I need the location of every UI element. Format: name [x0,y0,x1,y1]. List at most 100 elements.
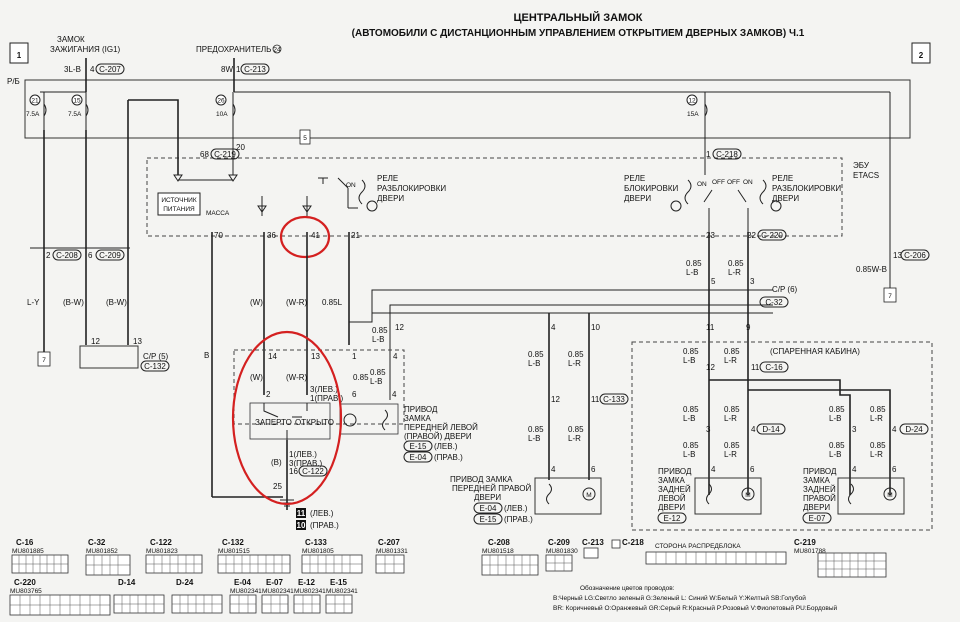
relay-unlock2-l1: РЕЛЕ [772,174,793,183]
c133-label: C-133 [603,395,625,404]
etacs-pin70: 70 [214,231,223,240]
unlock-relay-coil [358,179,366,205]
page-marker-left: 1 [17,51,22,60]
cp6-label: C/P (6) [772,285,798,294]
cp6-lb1: L-B [686,268,698,277]
fl-actuator-l1: ПРИВОД [404,405,438,414]
dc-pin3: 3 [706,425,711,434]
ignition-wire: 3L-B [64,65,81,74]
cw-lb-2: L-B [370,377,382,386]
fuse-26: 26 10A [215,92,236,130]
connector-c133: C-133 MU801805 [301,538,363,574]
highlight-switch-circle [231,330,343,506]
cp6-w2: 0.85 [728,259,744,268]
cp6-pin10: 10 [591,323,600,332]
etacs-pin23: 23 [706,231,715,240]
svg-text:E-04: E-04 [234,578,251,587]
c218-label: C-218 [716,150,738,159]
svg-text:26: 26 [217,98,225,105]
c206-label: C-206 [904,251,926,260]
power-source-l1: ИСТОЧНИК [161,197,196,204]
fr-w2: 0.85 [568,350,584,359]
sw-pin16: 16 [289,467,298,476]
connector-c122: C-122 MU801823 [145,538,203,574]
wire-b-mass: B [204,351,209,360]
cw-085-3: 0.85 [370,368,386,377]
mass-label: МАССА [206,210,230,217]
e04-label-a: E-04 [410,453,427,462]
svg-text:MU802341: MU802341 [326,588,358,595]
svg-text:21: 21 [31,98,39,105]
svg-text:MU801518: MU801518 [482,548,514,555]
cp5-label: C/P (5) [143,352,169,361]
dc-pin4: 4 [751,425,756,434]
dc-pin6c: 6 [750,465,755,474]
dc-w4: 0.85 [724,405,740,414]
fr-actuator-l1: ПРИВОД ЗАМКА [450,475,513,484]
svg-text:M: M [745,492,750,499]
dc-w3: 0.85 [683,405,699,414]
cp5-pin13: 13 [133,337,142,346]
dc-w1: 0.85 [683,347,699,356]
dc-lr5: L-R [870,450,883,459]
rl-l5: ДВЕРИ [658,503,685,512]
legend-10-text: (ПРАВ.) [310,521,339,530]
svg-text:MU801331: MU801331 [376,548,408,555]
dc-pin3b: 3 [852,425,857,434]
sw-pin25: 25 [273,482,282,491]
cw-pin13: 13 [311,352,320,361]
fr-pin6: 6 [591,465,596,474]
connector-e12: E-12 MU802341 [293,578,326,614]
ignition-pin: 4 [90,65,95,74]
fr-pin4: 4 [551,465,556,474]
dc-w6: 0.85 [870,405,886,414]
rr-spring [848,483,854,505]
svg-text:M: M [586,492,591,499]
e15-label-a: E-15 [410,442,427,451]
c132-label: C-132 [144,362,166,371]
double-cab-region [631,341,933,531]
svg-text:C-218: C-218 [622,538,644,547]
fr-actuator-box [534,477,602,515]
cp6-lr1: L-R [728,268,741,277]
etacs-pin22: 22 [747,231,756,240]
fr-pin11: 11 [591,395,600,404]
wire-bw-2: (B-W) [106,298,127,307]
page-marker-right: 2 [919,51,924,60]
off-label-1: OFF [712,179,725,186]
cw-pin4: 4 [393,352,398,361]
e04-side-a: (ПРАВ.) [434,453,463,462]
svg-text:7.5A: 7.5A [68,111,82,118]
svg-text:5: 5 [303,135,307,142]
fr-actuator-l2: ПЕРЕДНЕЙ ПРАВОЙ [452,484,531,493]
svg-text:E-12: E-12 [298,578,315,587]
unlock-relay2-coil [759,179,767,205]
cp5-box [79,345,139,369]
dc-w7: 0.85 [683,441,699,450]
unlock-relay2-transistor [770,200,782,212]
sw-pin1lev: 1(ЛЕВ.) [289,450,317,459]
legend-10-num: 10 [297,521,306,530]
c209-label: C-209 [99,251,121,260]
legend-11-text: (ЛЕВ.) [310,509,334,518]
svg-text:MU801515: MU801515 [218,548,250,555]
rr-l5: ДВЕРИ [803,503,830,512]
fr-lr2: L-R [568,434,581,443]
lock-switch-box [249,402,331,440]
ground-left [37,351,51,367]
on-label-2: ON [697,181,707,188]
connector-c219: C-219 MU801788 [794,538,887,578]
svg-text:E-07: E-07 [266,578,283,587]
svg-text:MU801830: MU801830 [546,548,578,555]
fuse-num: 24 [273,47,281,54]
svg-text:7: 7 [888,293,892,300]
svg-text:C-122: C-122 [150,538,172,547]
wire-wr: (W-R) [286,298,308,307]
dc-pin4d: 4 [852,465,857,474]
cp5-pin12: 12 [91,337,100,346]
connector-c16: C-16 MU801885 [11,538,69,574]
wire-w: (W) [250,298,263,307]
etacs-pin1: 1 [706,150,711,159]
c32-oval [759,296,789,308]
